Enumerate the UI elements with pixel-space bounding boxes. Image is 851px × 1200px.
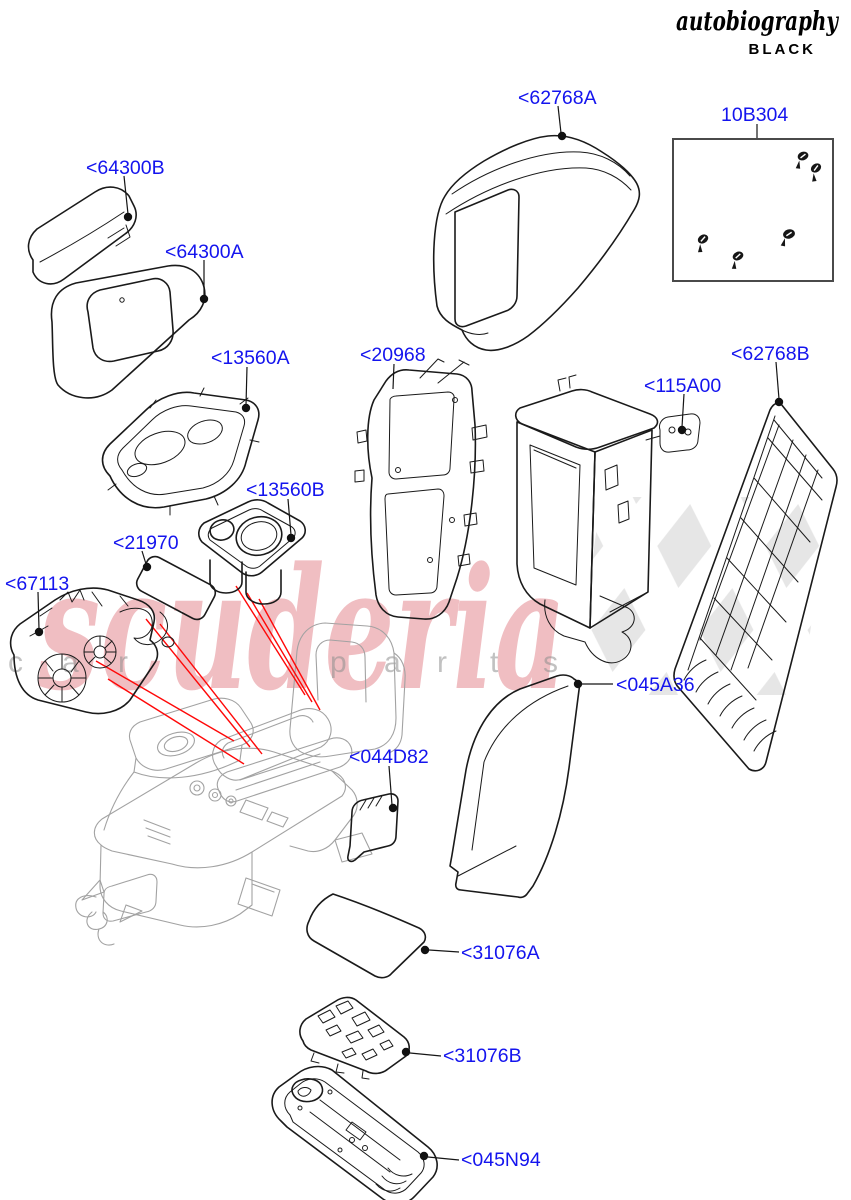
red-reference-lines	[95, 585, 321, 765]
part-label-10B304[interactable]: 10B304	[721, 104, 788, 126]
part-blower-unit-67113	[9, 587, 175, 715]
fastener-kit-box	[672, 138, 834, 282]
part-label-67113[interactable]: <67113	[5, 573, 69, 595]
part-carcass-115A00	[514, 374, 701, 664]
svg-text:r: r	[437, 646, 447, 679]
part-label-62768A[interactable]: <62768A	[518, 87, 597, 109]
part-armrest-lid-64300B	[27, 186, 137, 285]
part-rear-panel-62768B	[673, 402, 838, 772]
part-cupholder-insert-13560B	[198, 499, 306, 605]
part-label-045N94[interactable]: <045N94	[461, 1149, 541, 1171]
part-label-64300A[interactable]: <64300A	[165, 241, 244, 263]
part-tray-045N94	[271, 1065, 438, 1200]
part-label-62768B[interactable]: <62768B	[731, 343, 810, 365]
svg-text:p: p	[330, 646, 347, 679]
ghost-console-assembly	[75, 622, 406, 946]
part-label-20968[interactable]: <20968	[360, 344, 426, 366]
clip-fastener-icon	[731, 251, 744, 269]
fastener-box-10B304	[672, 138, 834, 282]
part-gasket-045A36	[449, 674, 581, 899]
part-stowage-bin-13560A	[101, 387, 260, 516]
watermark-script-text: scuderia	[37, 530, 566, 728]
part-label-13560A[interactable]: <13560A	[211, 347, 290, 369]
svg-text:t: t	[490, 646, 499, 679]
clip-fastener-icon	[795, 151, 809, 169]
brand-logo: autobiography BLACK	[676, 7, 839, 58]
clip-fastener-icon	[780, 229, 795, 247]
clip-fastener-icon	[810, 163, 822, 182]
part-labels: <62768A 10B304 <64300B <64300A <13560A <…	[5, 87, 810, 1171]
svg-text:r: r	[118, 646, 128, 679]
part-label-64300B[interactable]: <64300B	[86, 157, 165, 179]
part-label-31076B[interactable]: <31076B	[443, 1045, 522, 1067]
part-mat-31076A	[306, 893, 427, 979]
leader-lines	[34, 105, 784, 1161]
svg-text:a: a	[384, 646, 401, 679]
part-plate-31076B	[299, 996, 410, 1080]
part-armrest-base-64300A	[50, 264, 206, 399]
part-rear-cover-62768A	[432, 134, 641, 352]
part-label-21970[interactable]: <21970	[113, 532, 179, 554]
brand-edition-text: BLACK	[749, 41, 817, 58]
part-label-045A36[interactable]: <045A36	[616, 674, 695, 696]
part-cover-044D82	[347, 793, 399, 863]
svg-text:s: s	[543, 646, 558, 679]
part-frame-20968	[354, 358, 488, 620]
part-label-13560B[interactable]: <13560B	[246, 479, 325, 501]
part-label-044D82[interactable]: <044D82	[349, 746, 429, 768]
part-bin-mat-21970	[135, 555, 217, 621]
watermark: scuderia c a r p a r t s	[8, 497, 830, 728]
clip-fastener-icon	[697, 234, 709, 253]
part-label-115A00[interactable]: <115A00	[644, 375, 721, 397]
brand-script-text: autobiography	[676, 7, 839, 37]
svg-text:c: c	[8, 646, 23, 679]
watermark-letters: c a r p a r t s	[8, 646, 558, 679]
part-label-31076A[interactable]: <31076A	[461, 942, 540, 964]
